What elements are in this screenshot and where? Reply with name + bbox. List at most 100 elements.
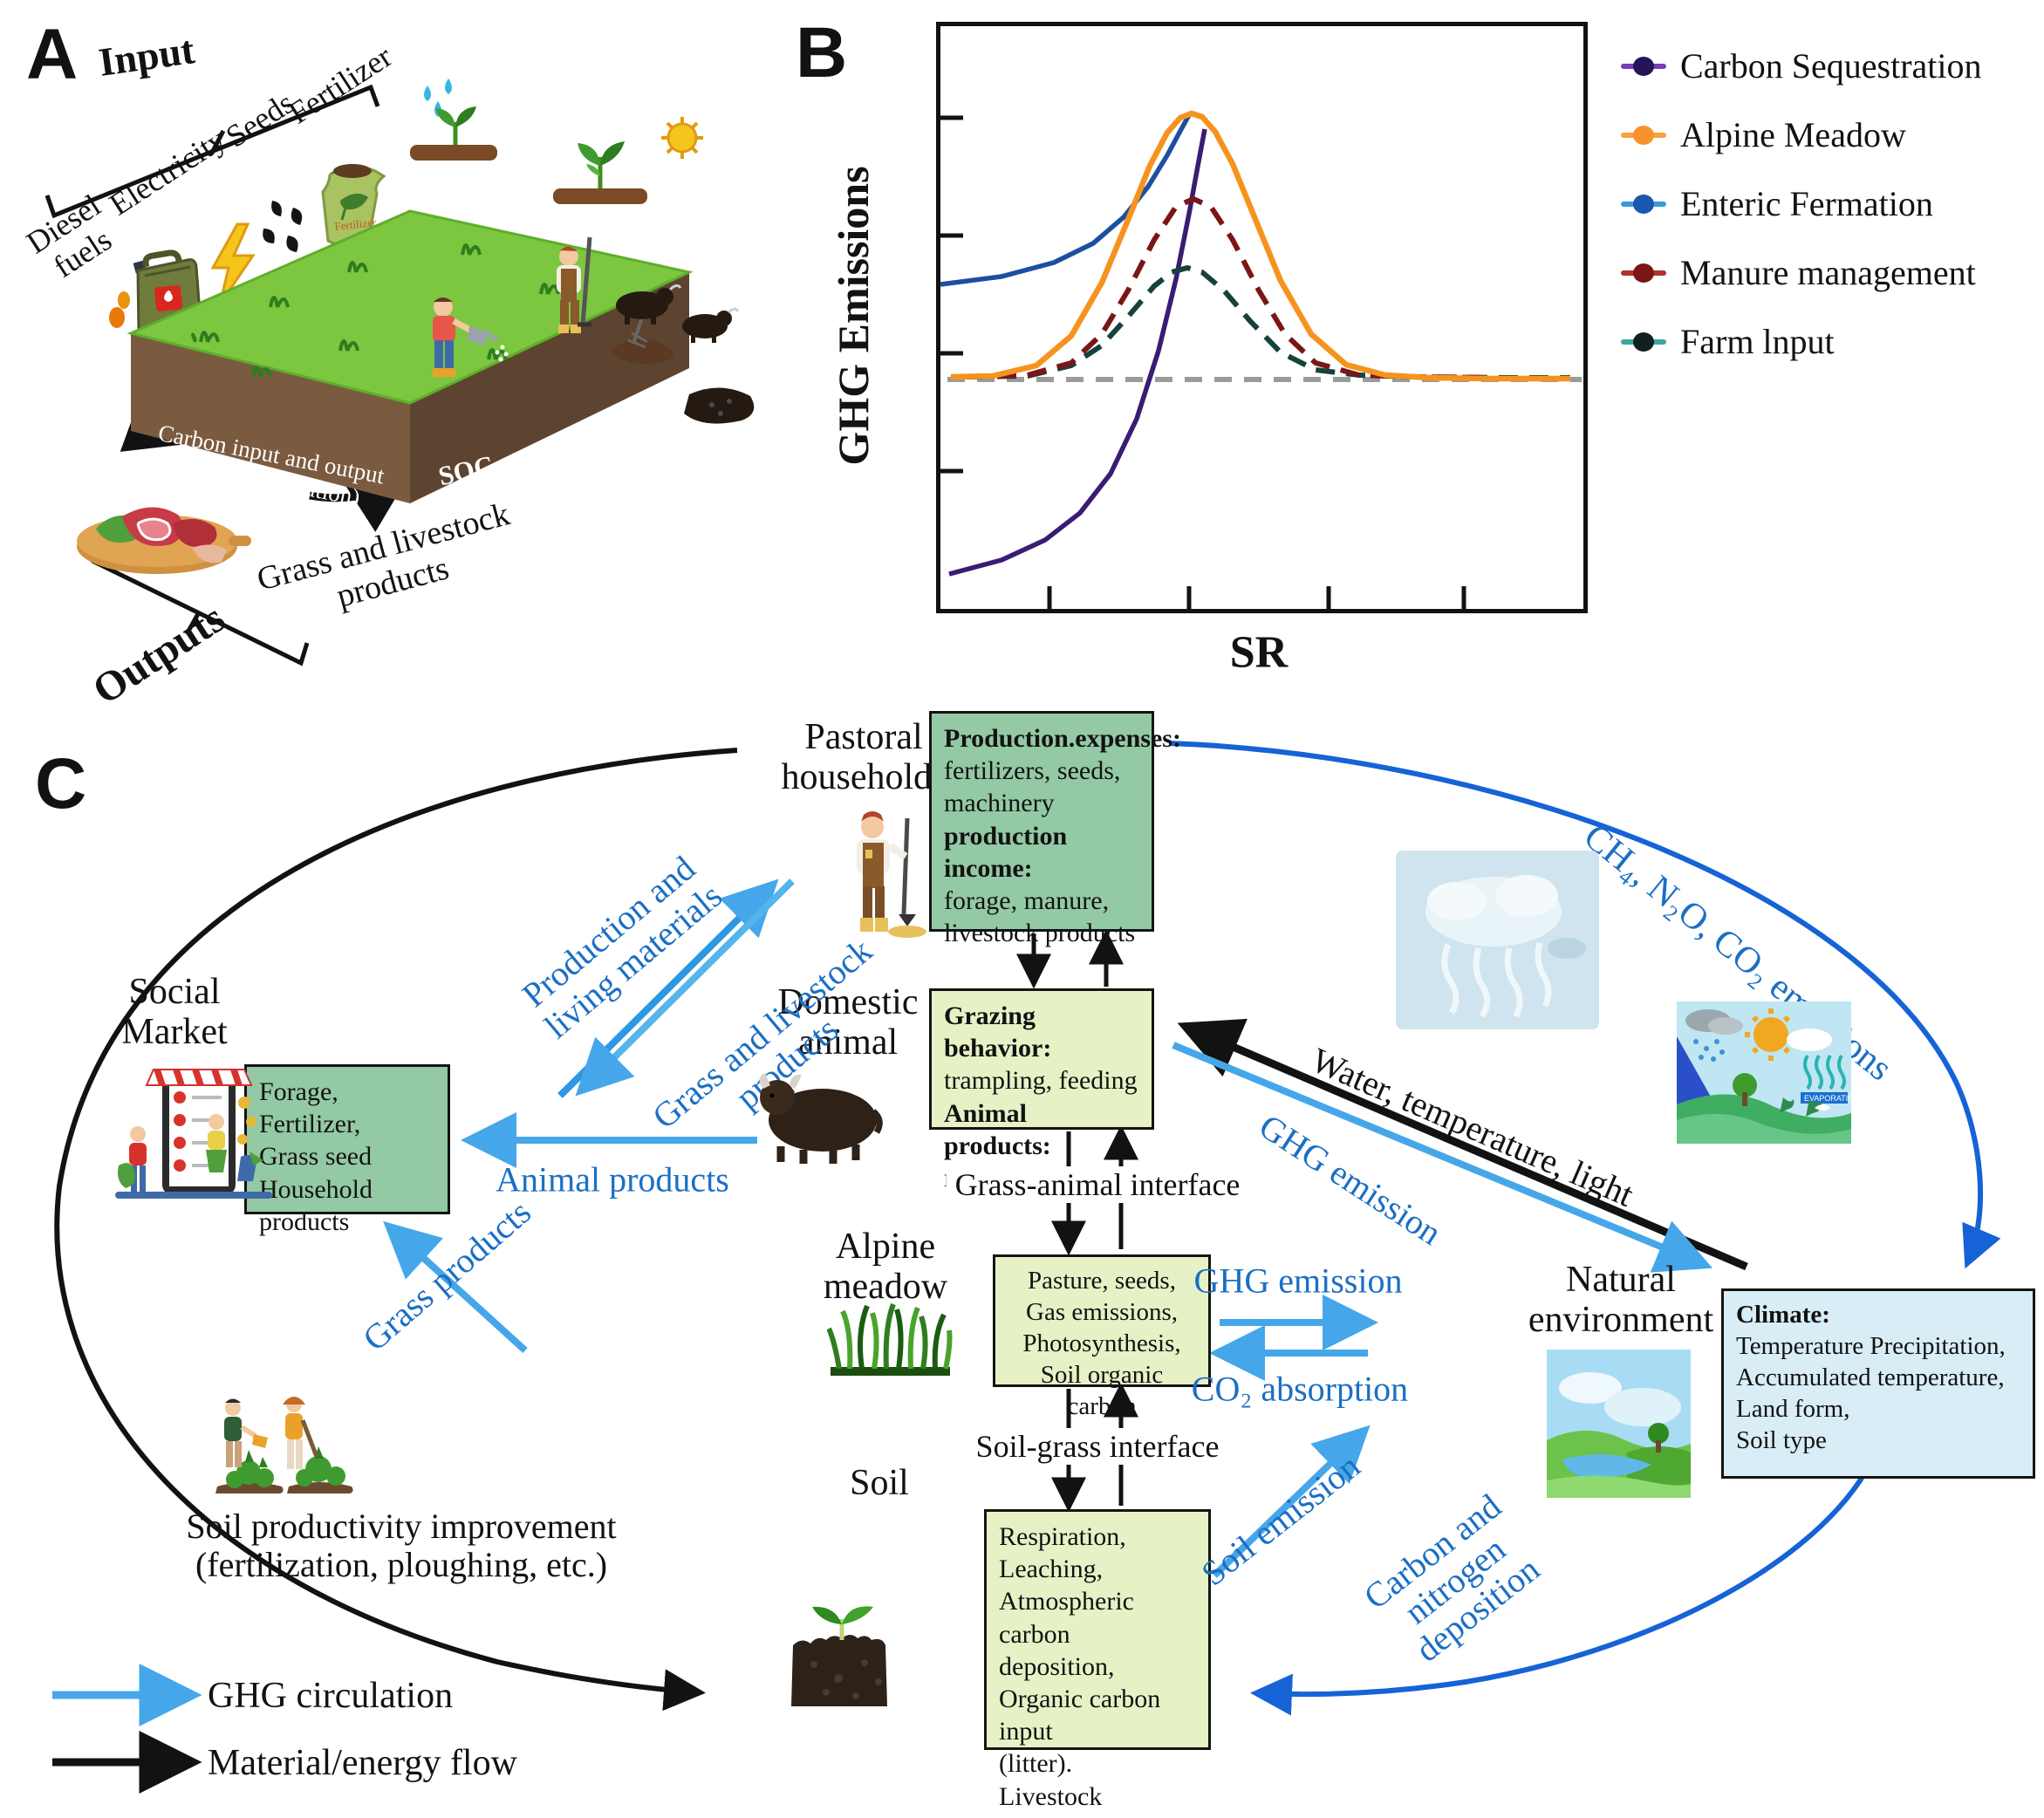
soil-icon	[791, 1606, 887, 1706]
manure-management-curve	[966, 196, 1491, 380]
legend-label: Carbon Sequestration	[1680, 46, 1982, 85]
legend-material-energy-flow: Material/energy flow	[208, 1743, 517, 1783]
yak-icon	[759, 1073, 883, 1164]
woman-watering	[433, 297, 509, 377]
panel-a-label: A	[26, 15, 79, 94]
animal-products-header: Animal products:	[944, 1098, 1051, 1160]
market-icon	[115, 1069, 272, 1199]
production-income-header: production income:	[944, 821, 1068, 883]
production-line: machinery	[944, 789, 1055, 818]
respiration-line: (litter).	[999, 1749, 1073, 1779]
node-alpine-meadow: Alpine meadow	[823, 1226, 948, 1307]
node-domestic-animal: Domestic animal	[777, 981, 919, 1063]
gardeners-icon	[215, 1397, 353, 1493]
production-line: fertilizers, seeds,	[944, 756, 1121, 786]
yak-grazing	[616, 284, 740, 343]
legend-item-manure-management: Manure management	[1621, 252, 1976, 293]
sprout-sun-icon	[553, 117, 703, 204]
soil-emission-arrow	[1212, 1425, 1371, 1578]
sprout-water-icon	[410, 79, 497, 161]
pasture-line: Soil organic carbon	[1040, 1360, 1164, 1420]
material-cycle-arc	[54, 748, 738, 1712]
weather-icon: EVAPORATION	[1677, 1001, 1851, 1144]
forage-line: Grass seed	[259, 1142, 373, 1172]
flow-co2-absorption: CO₂ absorption	[1191, 1369, 1409, 1409]
grazing-line: trampling, feeding	[944, 1066, 1138, 1096]
x-axis-label: SR	[1229, 627, 1289, 678]
field-block-icon	[126, 209, 755, 503]
climate-line: Accumulated temperature,	[1736, 1363, 2005, 1391]
man-raking	[557, 236, 592, 333]
node-natural-environment: Natural environment	[1528, 1259, 1714, 1340]
pasture-line: Photosynthesis,	[1022, 1329, 1181, 1357]
legend-marker-alpine-meadow	[1621, 125, 1666, 145]
legend-marker-manure-management	[1621, 263, 1666, 283]
node-soil: Soil	[850, 1463, 909, 1503]
respiration-box: Respiration, Leaching, Atmospheric carbo…	[984, 1509, 1211, 1818]
legend-item-farm-input: Farm lnput	[1621, 321, 1835, 362]
production-line: forage, manure,	[944, 885, 1110, 915]
node-pastoral-households: Pastoral households	[781, 716, 947, 797]
svg-text:Fertilizer: Fertilizer	[334, 215, 378, 233]
carbon-sequestration-curve	[948, 128, 1207, 577]
legend-marker-carbon-sequestration	[1621, 56, 1666, 76]
grazing-header: Grazing behavior:	[944, 1001, 1052, 1063]
fertilizer-bag-icon: Fertilizer	[321, 164, 386, 248]
y-axis-label: GHG Emissions	[829, 166, 878, 466]
climate-line: Soil type	[1736, 1425, 1827, 1454]
svg-text:EVAPORATION: EVAPORATION	[1804, 1094, 1851, 1103]
pasture-box: Pasture, seeds, Gas emissions, Photosynt…	[993, 1254, 1211, 1420]
legend-item-carbon-sequestration: Carbon Sequestration	[1621, 45, 1982, 86]
panel-b-label: B	[796, 13, 848, 92]
farmer-icon	[857, 811, 926, 938]
farm-input-curve	[966, 265, 1570, 380]
legend-label: Enteric Fermation	[1680, 184, 1933, 223]
grass-products-arrow	[383, 1220, 528, 1353]
ghg-cycle-arc-lower	[1250, 1471, 1868, 1716]
ghg-cycle-arc-upper	[1168, 741, 2001, 1269]
soil-grass-interface-label: Soil-grass interface	[967, 1428, 1228, 1465]
input-bracket	[44, 84, 380, 219]
bolt-icon	[210, 222, 256, 305]
legend-label: Manure management	[1680, 253, 1976, 292]
seeds-icon	[263, 201, 303, 252]
alpine-meadow-curve	[950, 110, 1570, 382]
input-bracket-tick	[210, 129, 226, 153]
respiration-line: Atmospheric carbon	[999, 1587, 1134, 1649]
climate-header: Climate:	[1736, 1301, 1830, 1329]
enteric-fermation-curve	[940, 112, 1193, 287]
flow-animal-products: Animal products	[496, 1159, 729, 1199]
climate-line: Land form,	[1736, 1394, 1850, 1423]
landscape-icon	[1547, 1350, 1691, 1498]
node-social-market: Social Market	[121, 971, 228, 1052]
pasture-line: Pasture, seeds,	[1028, 1267, 1176, 1295]
legend-marker-enteric-fermation	[1621, 194, 1666, 214]
legend-label: Farm lnput	[1680, 322, 1835, 361]
production-line: livestock products	[944, 919, 1136, 948]
plot-curves	[940, 110, 1582, 609]
grass-animal-interface-label: Grass-animal interface	[946, 1166, 1249, 1203]
climate-box: Climate: Temperature Precipitation, Accu…	[1721, 1288, 2035, 1479]
forage-line: Fertilizer,	[259, 1110, 361, 1139]
pasture-line: Gas emissions,	[1026, 1297, 1178, 1326]
climate-line: Temperature Precipitation,	[1736, 1331, 2006, 1360]
legend-label: Alpine Meadow	[1680, 115, 1906, 154]
forage-line: Household products	[259, 1174, 373, 1236]
flow-ghg-emission: GHG emission	[1193, 1261, 1403, 1301]
legend-item-enteric-fermation: Enteric Fermation	[1621, 183, 1933, 224]
grazing-box: Grazing behavior: trampling, feeding Ani…	[929, 988, 1154, 1193]
grass-livestock-arrow	[575, 878, 795, 1097]
respiration-line: Organic carbon input	[999, 1684, 1161, 1746]
legend-ghg-circulation: GHG circulation	[208, 1676, 454, 1716]
respiration-line: deposition,	[999, 1651, 1115, 1681]
production-expenses-header: Production.expenses:	[944, 724, 1181, 753]
outputs-bracket-tick	[184, 611, 202, 636]
ghg-emission-diagonal-arrow	[1172, 1042, 1713, 1273]
cloud-icon	[1396, 851, 1599, 1029]
respiration-line: Respiration, Leaching,	[999, 1522, 1126, 1584]
respiration-line: Livestock trampling,	[999, 1781, 1107, 1818]
forage-box: Forage, Fertilizer, Grass seed Household…	[244, 1064, 450, 1236]
legend-item-alpine-meadow: Alpine Meadow	[1621, 114, 1906, 155]
